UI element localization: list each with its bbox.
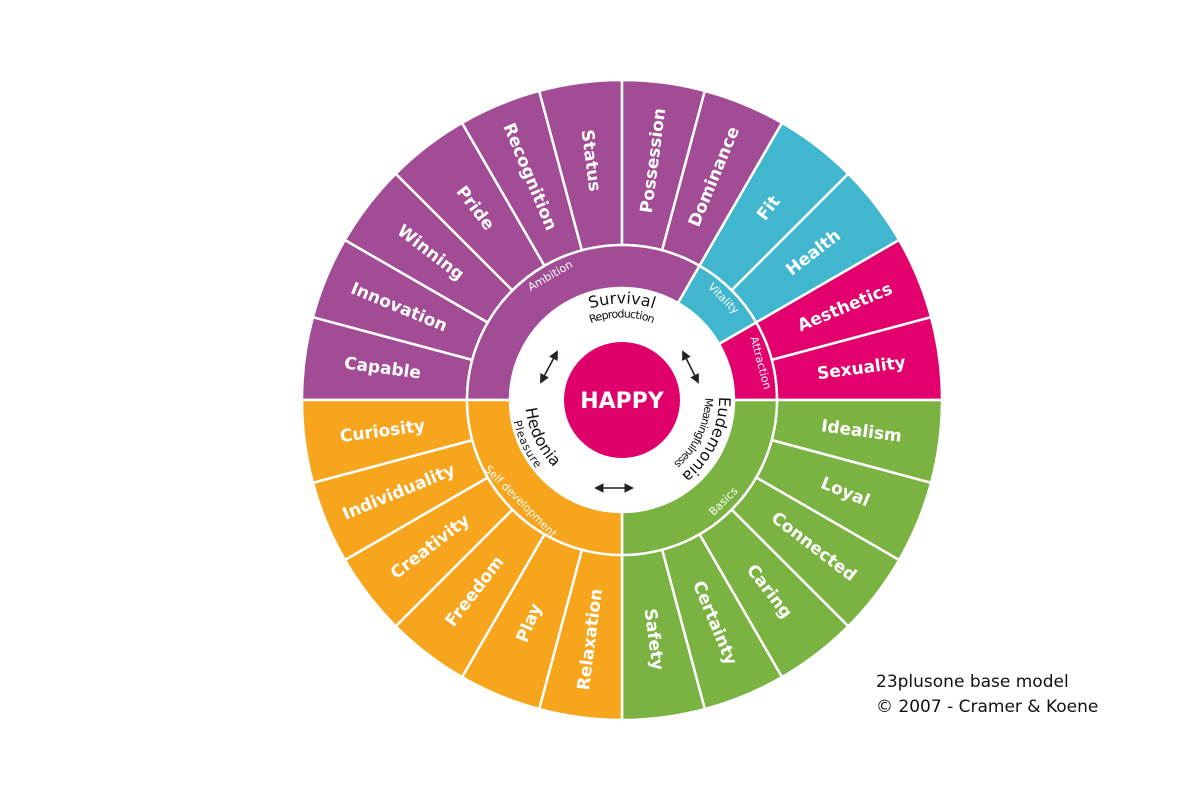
- core-label: HAPPY: [580, 389, 665, 414]
- caption-copyright: © 2007 - Cramer & Koene: [876, 697, 1099, 717]
- cycle-arrow-right: [682, 350, 699, 384]
- drive-survival-subtitle: Reproduction: [587, 307, 656, 326]
- caption-title: 23plusone base model: [876, 672, 1069, 692]
- core-circle: [564, 342, 680, 458]
- caption: 23plusone base model © 2007 - Cramer & K…: [876, 670, 1098, 720]
- cycle-arrow-left: [540, 350, 558, 384]
